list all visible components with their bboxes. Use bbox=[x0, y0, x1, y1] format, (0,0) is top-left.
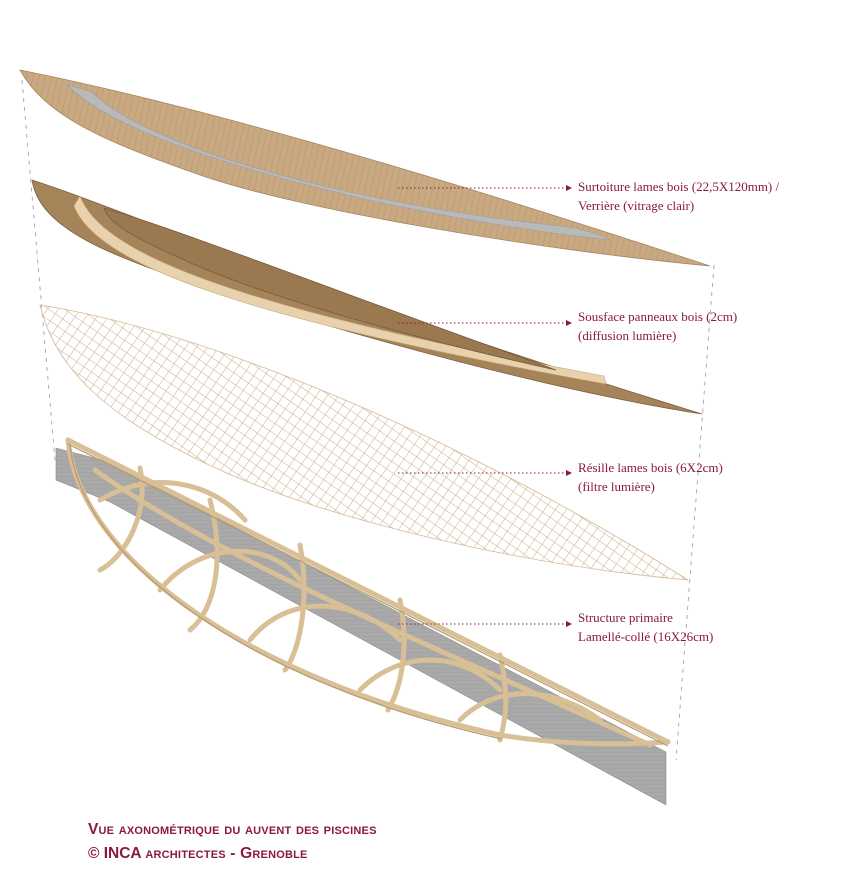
leader-lines bbox=[398, 187, 566, 625]
soffit-panel-outer-edge bbox=[73, 195, 607, 385]
inner-beam bbox=[92, 467, 653, 748]
label-soffit-panels: Sousface panneaux bois (2cm) (diffusion … bbox=[578, 307, 737, 345]
guide-lines bbox=[21, 79, 715, 761]
label-primary-structure-line1: Structure primaire bbox=[578, 610, 673, 625]
leader-arrow-4 bbox=[566, 621, 572, 627]
guide-line-right bbox=[675, 264, 715, 761]
top-rail bbox=[65, 437, 671, 745]
leader-arrow-1 bbox=[566, 185, 572, 191]
rib-3 bbox=[282, 542, 307, 673]
caption-title: Vue axonométrique du auvent des piscines bbox=[88, 821, 377, 838]
label-roof-planks-line1: Surtoiture lames bois (22,5X120mm) / bbox=[578, 179, 780, 194]
label-lattice-screen: Résille lames bois (6X2cm) (filtre lumiè… bbox=[578, 458, 723, 496]
soffit-panel-inner bbox=[103, 207, 557, 371]
caption-credit-name: architectes - Grenoble bbox=[145, 845, 308, 862]
label-primary-structure-line2: Lamellé-collé (16X26cm) bbox=[578, 629, 714, 644]
leader-arrow-3 bbox=[566, 470, 572, 476]
leader-arrowheads bbox=[566, 185, 572, 627]
roof-glazing-strip bbox=[67, 84, 611, 241]
arch-1 bbox=[97, 480, 248, 523]
guide-line-left bbox=[21, 79, 56, 461]
arch-4 bbox=[357, 657, 503, 693]
label-lattice-screen-line1: Résille lames bois (6X2cm) bbox=[578, 460, 723, 475]
arch-5 bbox=[457, 691, 603, 723]
label-lattice-screen-line2: (filtre lumière) bbox=[578, 479, 655, 494]
layer-soffit-panels bbox=[31, 179, 703, 415]
caption-credit-prefix: © INCA bbox=[88, 845, 146, 862]
roof-planks-surface bbox=[19, 69, 711, 267]
glulam-beams bbox=[65, 437, 671, 748]
glulam-beam-shadows bbox=[67, 443, 669, 747]
leader-arrow-2 bbox=[566, 320, 572, 326]
figure-caption: Vue axonométrique du auvent des piscines… bbox=[88, 818, 377, 866]
label-roof-planks: Surtoiture lames bois (22,5X120mm) / Ver… bbox=[578, 177, 779, 215]
label-roof-planks-line2: Verrière (vitrage clair) bbox=[578, 198, 695, 213]
arch-2 bbox=[157, 548, 303, 593]
label-soffit-panels-line1: Sousface panneaux bois (2cm) bbox=[578, 309, 738, 324]
layer-lattice-screen bbox=[39, 304, 689, 581]
layer-primary-structure bbox=[55, 437, 671, 806]
rib-5 bbox=[497, 652, 509, 743]
layer-roof-planks bbox=[19, 69, 711, 267]
label-primary-structure: Structure primaire Lamellé-collé (16X26c… bbox=[578, 608, 713, 646]
arch-3 bbox=[247, 603, 403, 643]
rib-2 bbox=[187, 497, 220, 633]
lattice-screen-surface bbox=[39, 304, 689, 581]
label-soffit-panels-line2: (diffusion lumière) bbox=[578, 328, 677, 343]
caption-credit: © INCA architectes - Grenoble bbox=[88, 842, 377, 866]
